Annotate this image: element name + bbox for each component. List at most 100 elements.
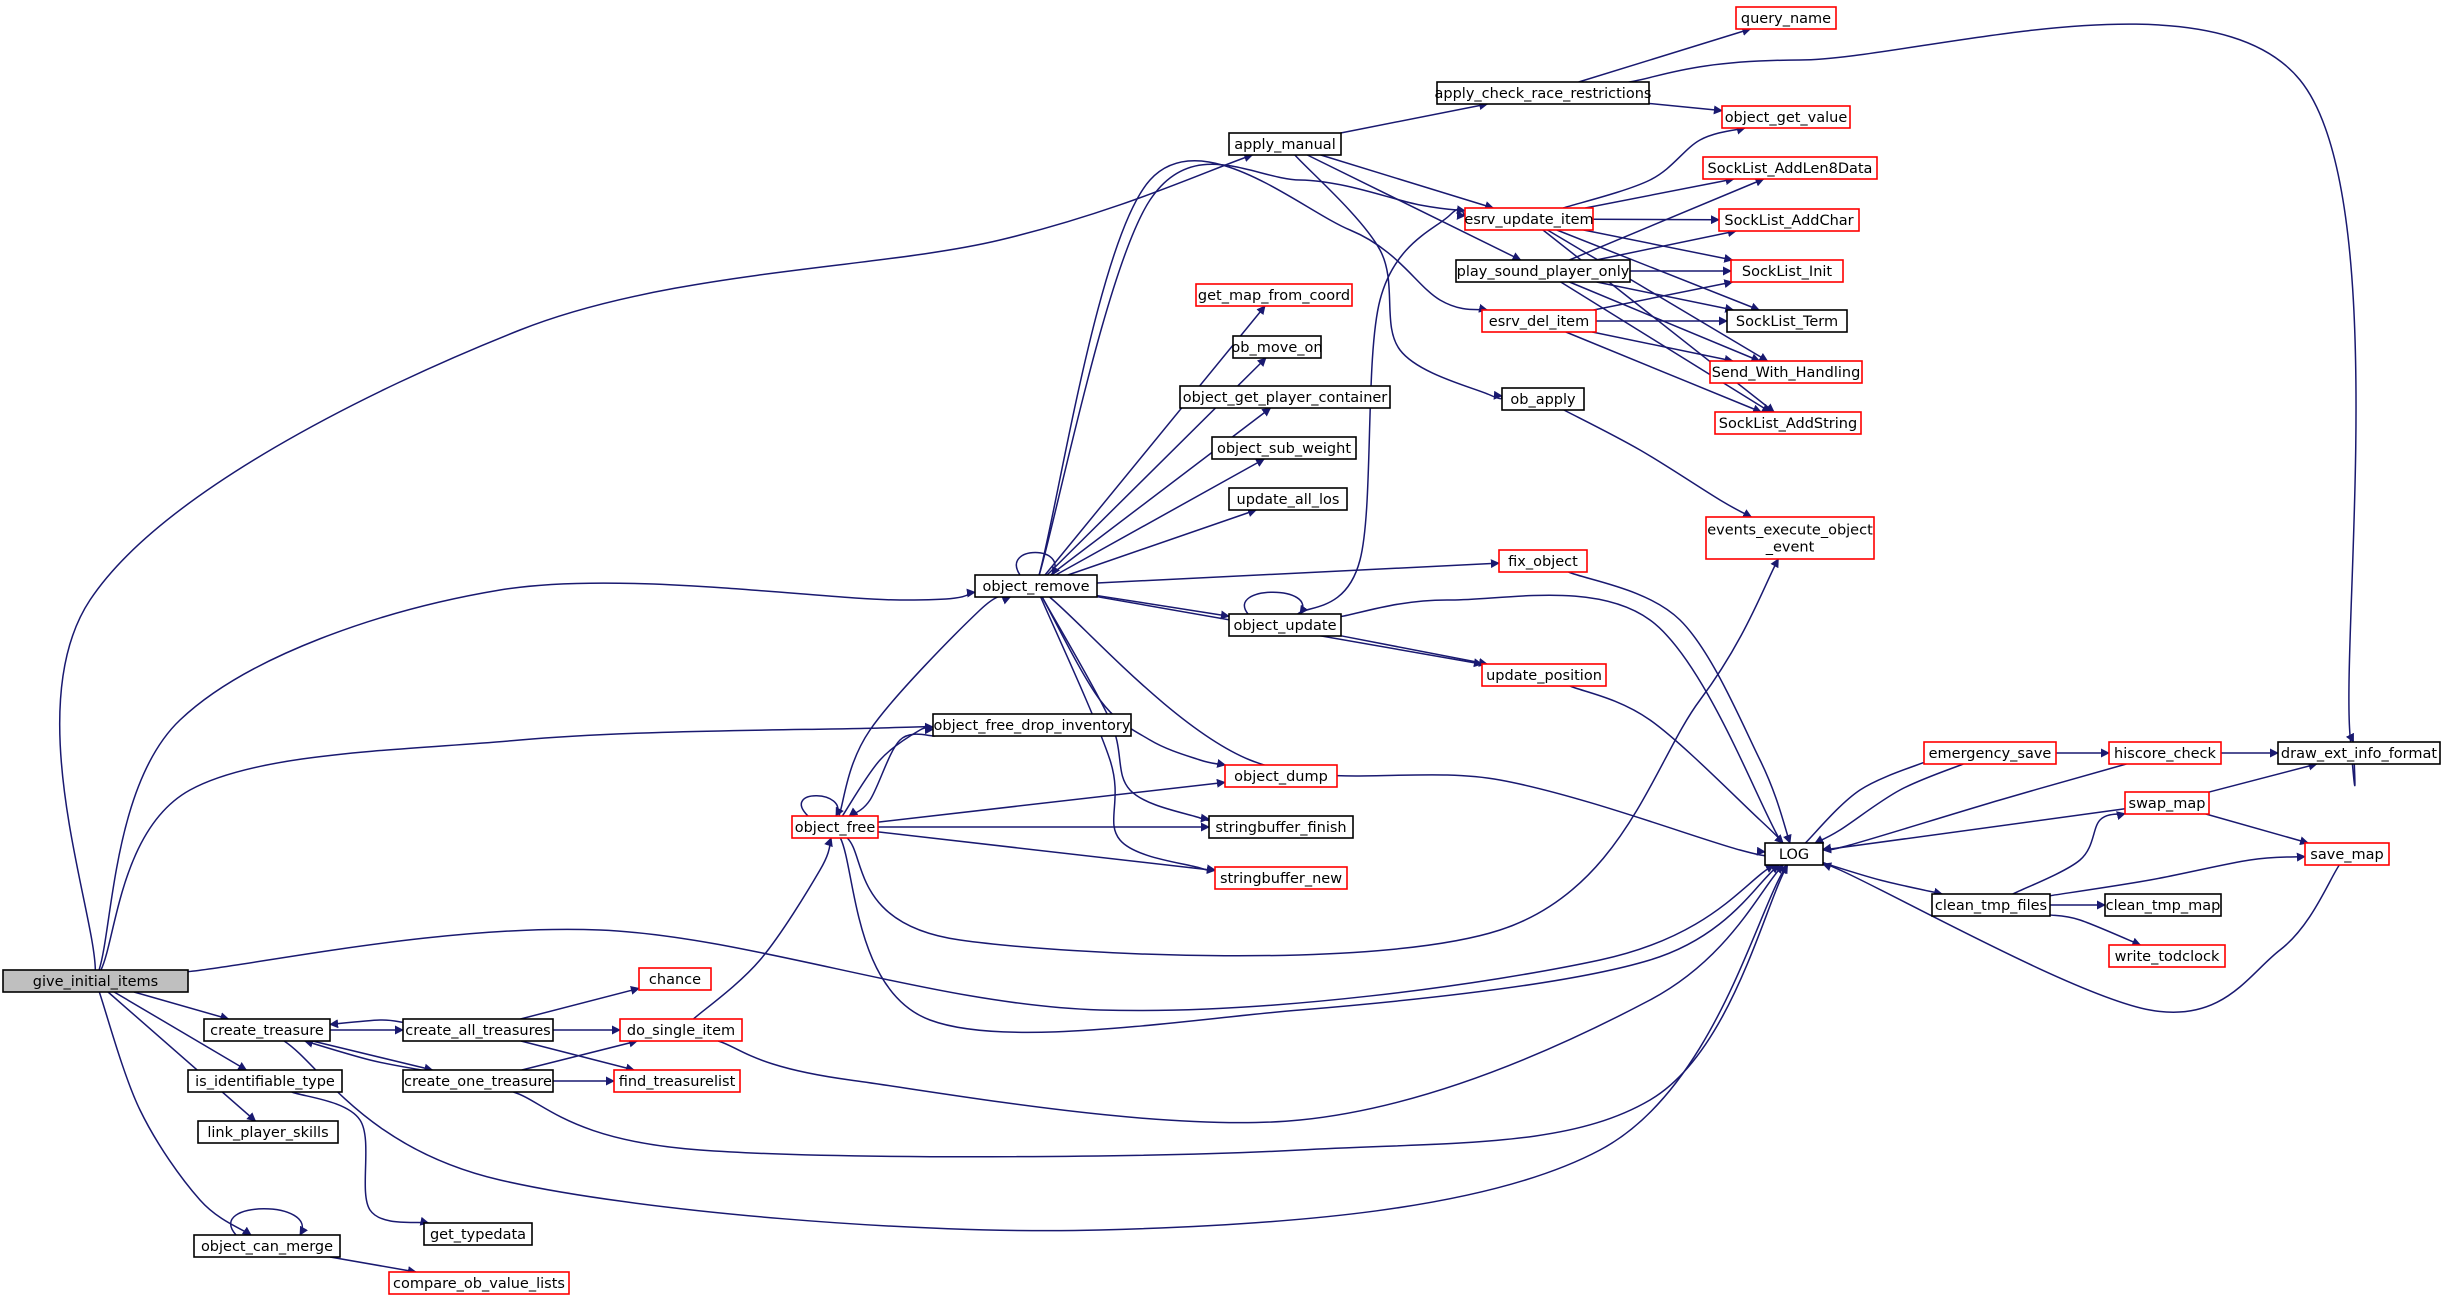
edge-path	[98, 582, 976, 971]
edge-save_map-to-LOG	[1810, 856, 2340, 1013]
node-play_sound_player_only[interactable]: play_sound_player_only	[1455, 259, 1631, 283]
node-clean_tmp_map[interactable]: clean_tmp_map	[2104, 893, 2222, 917]
edge-path	[513, 864, 1789, 1158]
node-label: draw_ext_info_format	[2281, 746, 2437, 762]
node-label: apply_check_race_restrictions	[1435, 86, 1652, 102]
node-object_can_merge[interactable]: object_can_merge	[193, 1234, 341, 1258]
node-chance[interactable]: chance	[638, 967, 712, 991]
node-ob_apply[interactable]: ob_apply	[1501, 387, 1585, 411]
node-create_all_treasures[interactable]: create_all_treasures	[402, 1018, 554, 1042]
node-create_treasure[interactable]: create_treasure	[203, 1018, 331, 1042]
node-SockList_AddLen8Data[interactable]: SockList_AddLen8Data	[1702, 156, 1878, 180]
node-swap_map[interactable]: swap_map	[2124, 791, 2210, 815]
node-box	[193, 1234, 341, 1258]
edge-path	[692, 837, 833, 1020]
node-box	[1709, 360, 1863, 384]
edge-path	[2012, 811, 2126, 895]
edge-path	[1563, 409, 1753, 518]
node-update_position[interactable]: update_position	[1481, 663, 1607, 687]
edge-path	[2208, 761, 2318, 793]
edge-esrv_update_item-to-SockList_Init	[1583, 229, 1734, 263]
edge-object_can_merge-to-object_can_merge	[229, 1208, 308, 1236]
node-stringbuffer_new[interactable]: stringbuffer_new	[1214, 866, 1348, 890]
edge-path	[1038, 159, 1489, 576]
node-box	[1455, 259, 1631, 283]
edge-LOG-to-emergency_save	[1804, 755, 1935, 844]
node-object_update[interactable]: object_update	[1228, 613, 1342, 637]
node-clean_tmp_files[interactable]: clean_tmp_files	[1931, 893, 2051, 917]
node-write_todclock[interactable]: write_todclock	[2108, 944, 2226, 968]
edge-path	[229, 1208, 308, 1236]
node-label: SockList_AddChar	[1724, 213, 1853, 229]
node-draw_ext_info_format[interactable]: draw_ext_info_format	[2277, 741, 2441, 765]
node-apply_manual[interactable]: apply_manual	[1228, 132, 1342, 156]
node-box	[1228, 132, 1342, 156]
edge-path	[133, 991, 230, 1022]
node-SockList_AddString[interactable]: SockList_AddString	[1714, 411, 1862, 435]
edge-object_update-to-LOG	[1340, 594, 1792, 858]
node-give_initial_items[interactable]: give_initial_items	[2, 969, 189, 993]
node-LOG[interactable]: LOG	[1764, 842, 1824, 866]
node-label: play_sound_player_only	[1457, 264, 1630, 280]
node-get_map_from_coord[interactable]: get_map_from_coord	[1195, 283, 1353, 307]
edge-path	[848, 733, 936, 817]
edge-path	[329, 1256, 417, 1276]
node-box	[1923, 741, 2057, 765]
edge-path	[1804, 755, 1935, 844]
edge-path	[1556, 229, 1761, 312]
node-label: create_all_treasures	[405, 1023, 550, 1039]
edge-path	[1044, 305, 1266, 576]
node-object_sub_weight[interactable]: object_sub_weight	[1211, 436, 1357, 460]
node-do_single_item[interactable]: do_single_item	[619, 1018, 743, 1042]
node-is_identifiable_type[interactable]: is_identifiable_type	[187, 1069, 343, 1093]
edge-path	[1547, 229, 1769, 362]
node-apply_check_race_restrictions[interactable]: apply_check_race_restrictions	[1435, 81, 1652, 105]
edge-path	[1307, 154, 1522, 261]
node-object_free_drop_inventory[interactable]: object_free_drop_inventory	[932, 713, 1132, 737]
node-Send_With_Handling[interactable]: Send_With_Handling	[1709, 360, 1863, 384]
node-object_get_player_container[interactable]: object_get_player_container	[1179, 385, 1391, 409]
node-box	[1208, 815, 1354, 839]
node-box	[2304, 842, 2390, 866]
node-label: _event	[1765, 540, 1815, 556]
node-object_free[interactable]: object_free	[791, 815, 879, 839]
node-label: compare_ob_value_lists	[393, 1276, 565, 1292]
node-label: object_update	[1233, 618, 1336, 634]
node-esrv_update_item[interactable]: esrv_update_item	[1464, 207, 1594, 231]
node-hiscore_check[interactable]: hiscore_check	[2108, 741, 2222, 765]
node-SockList_Term[interactable]: SockList_Term	[1726, 309, 1848, 333]
node-SockList_Init[interactable]: SockList_Init	[1730, 259, 1844, 283]
node-save_map[interactable]: save_map	[2304, 842, 2390, 866]
edge-path	[2205, 813, 2310, 846]
node-label: esrv_del_item	[1489, 314, 1589, 330]
node-object_dump[interactable]: object_dump	[1224, 764, 1338, 788]
edge-path	[717, 864, 1784, 1124]
node-emergency_save[interactable]: emergency_save	[1923, 741, 2057, 765]
node-update_all_los[interactable]: update_all_los	[1228, 487, 1348, 511]
edge-object_free-to-stringbuffer_new	[877, 831, 1216, 875]
node-object_remove[interactable]: object_remove	[974, 574, 1098, 598]
node-link_player_skills[interactable]: link_player_skills	[197, 1120, 339, 1144]
node-object_get_value[interactable]: object_get_value	[1721, 105, 1851, 129]
edge-esrv_update_item-to-Send_With_Handling	[1547, 229, 1769, 362]
node-box	[2108, 944, 2226, 968]
node-get_typedata[interactable]: get_typedata	[423, 1222, 533, 1246]
node-compare_ob_value_lists[interactable]: compare_ob_value_lists	[388, 1271, 570, 1295]
edge-path	[1340, 594, 1792, 858]
edge-path	[1096, 594, 1230, 620]
node-esrv_del_item[interactable]: esrv_del_item	[1481, 309, 1597, 333]
edge-give_initial_items-to-LOG	[187, 864, 1775, 1012]
node-create_one_treasure[interactable]: create_one_treasure	[402, 1069, 554, 1093]
node-fix_object[interactable]: fix_object	[1498, 549, 1588, 573]
node-stringbuffer_finish[interactable]: stringbuffer_finish	[1208, 815, 1354, 839]
node-find_treasurelist[interactable]: find_treasurelist	[613, 1069, 741, 1093]
edge-object_can_merge-to-compare_ob_value_lists	[329, 1256, 417, 1276]
node-SockList_AddChar[interactable]: SockList_AddChar	[1718, 208, 1860, 232]
edge-path	[1583, 229, 1734, 263]
node-label: ob_apply	[1510, 392, 1576, 408]
edge-do_single_item-to-LOG	[717, 864, 1784, 1124]
node-query_name[interactable]: query_name	[1735, 6, 1837, 30]
node-label: SockList_Init	[1742, 264, 1833, 280]
node-ob_move_on[interactable]: ob_move_on	[1231, 335, 1323, 359]
node-events_execute_object_event[interactable]: events_execute_object_event	[1705, 516, 1875, 560]
